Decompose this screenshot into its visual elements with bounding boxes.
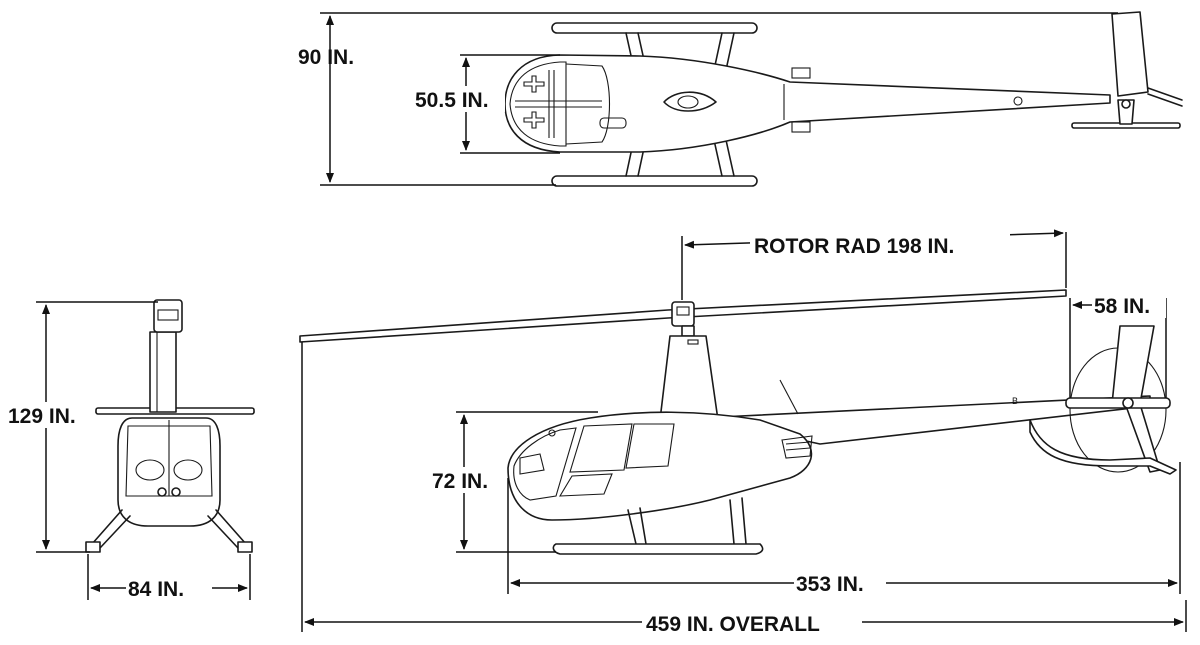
tail-rotor-label: 58 IN. [1094, 295, 1150, 318]
svg-text:B: B [1012, 396, 1018, 406]
skid-height-label: 72 IN. [432, 470, 488, 493]
front-height-label: 129 IN. [8, 405, 76, 428]
fuselage-length-label: 353 IN. [796, 573, 864, 596]
side-view: B [299, 289, 1177, 555]
front-view [85, 299, 255, 553]
top-height-label: 90 IN. [298, 46, 354, 69]
top-cabin-width-label: 50.5 IN. [415, 89, 489, 112]
top-view [504, 11, 1183, 187]
rotor-radius-label: ROTOR RAD 198 IN. [754, 235, 954, 258]
top-height-dimension [320, 12, 1118, 186]
overall-length-label: 459 IN. OVERALL [646, 613, 820, 636]
front-width-label: 84 IN. [128, 578, 184, 601]
